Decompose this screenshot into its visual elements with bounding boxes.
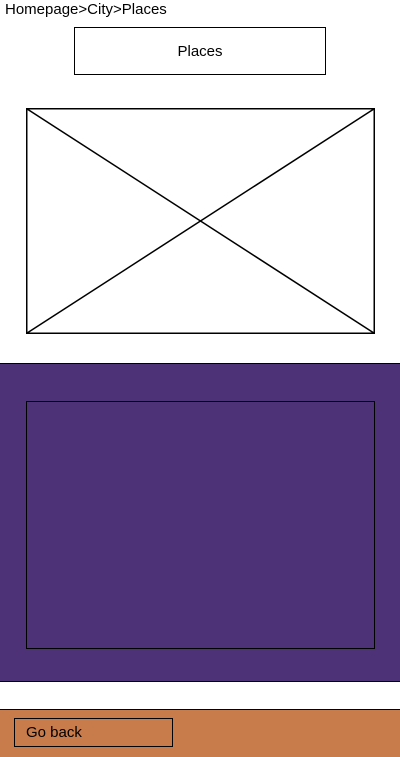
go-back-button[interactable]: Go back (14, 718, 173, 747)
breadcrumb: Homepage>City>Places (5, 1, 167, 19)
breadcrumb-current-places: Places (121, 1, 167, 18)
image-placeholder (26, 108, 375, 334)
breadcrumb-separator: > (113, 1, 122, 18)
page-title: Places (177, 42, 223, 60)
breadcrumb-homepage-link[interactable]: Homepage (5, 1, 79, 18)
content-panel (0, 363, 400, 682)
content-area (26, 401, 375, 649)
image-placeholder-icon (26, 108, 375, 334)
breadcrumb-city-link[interactable]: City (87, 1, 113, 18)
footer-bar: Go back (0, 709, 400, 757)
breadcrumb-separator: > (78, 1, 88, 18)
page-title-box: Places (74, 27, 326, 75)
